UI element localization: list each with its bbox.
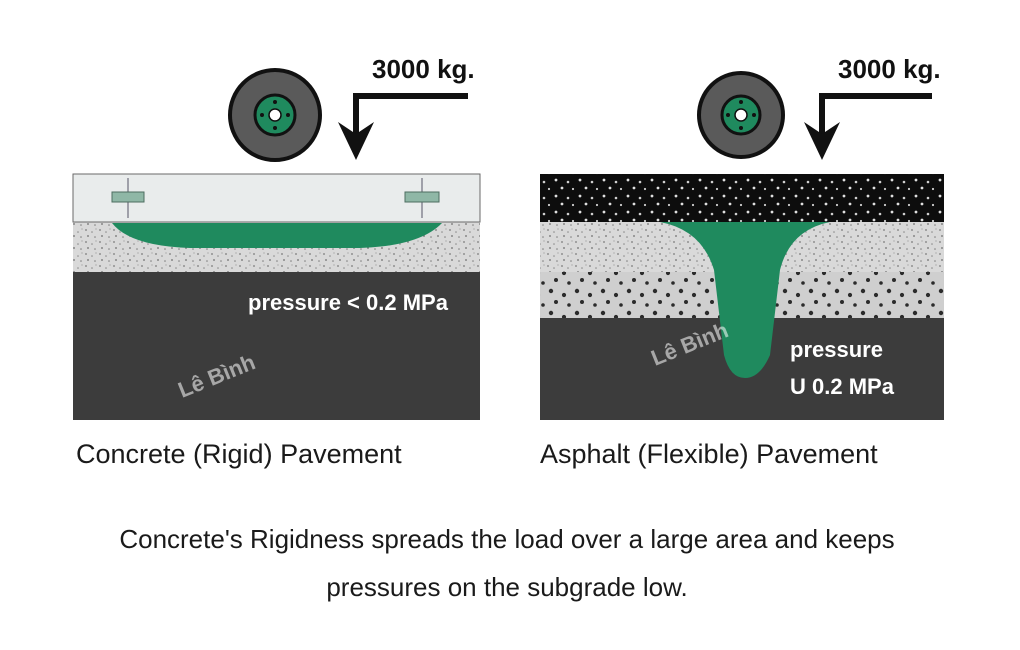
concrete-pressure-bulb <box>112 223 442 248</box>
concrete-subgrade-layer <box>73 272 480 420</box>
concrete-panel: 3000 kg. pressure < 0.2 MPa <box>72 54 481 420</box>
asphalt-pressure-label-line2: U 0.2 MPa <box>790 374 895 399</box>
concrete-wheel-icon <box>228 68 322 162</box>
asphalt-load-arrow-icon <box>804 93 932 160</box>
asphalt-wheel-icon <box>697 71 785 159</box>
concrete-caption: Concrete (Rigid) Pavement <box>76 439 402 469</box>
asphalt-surface-layer <box>540 174 944 222</box>
asphalt-panel: 3000 kg. pressure U 0.2 MPa <box>540 54 944 420</box>
dowel-bar-left <box>111 178 145 218</box>
concrete-load-arrow-icon <box>338 93 468 160</box>
asphalt-caption: Asphalt (Flexible) Pavement <box>540 439 878 469</box>
asphalt-pressure-label-line1: pressure <box>790 337 883 362</box>
footer-line-2: pressures on the subgrade low. <box>326 572 687 602</box>
asphalt-pressure-bulb <box>660 222 830 378</box>
dowel-bar-right <box>404 178 440 218</box>
concrete-pressure-label: pressure < 0.2 MPa <box>248 290 449 315</box>
footer-line-1: Concrete's Rigidness spreads the load ov… <box>119 524 894 554</box>
asphalt-load-label: 3000 kg. <box>838 54 941 84</box>
concrete-load-label: 3000 kg. <box>372 54 475 84</box>
